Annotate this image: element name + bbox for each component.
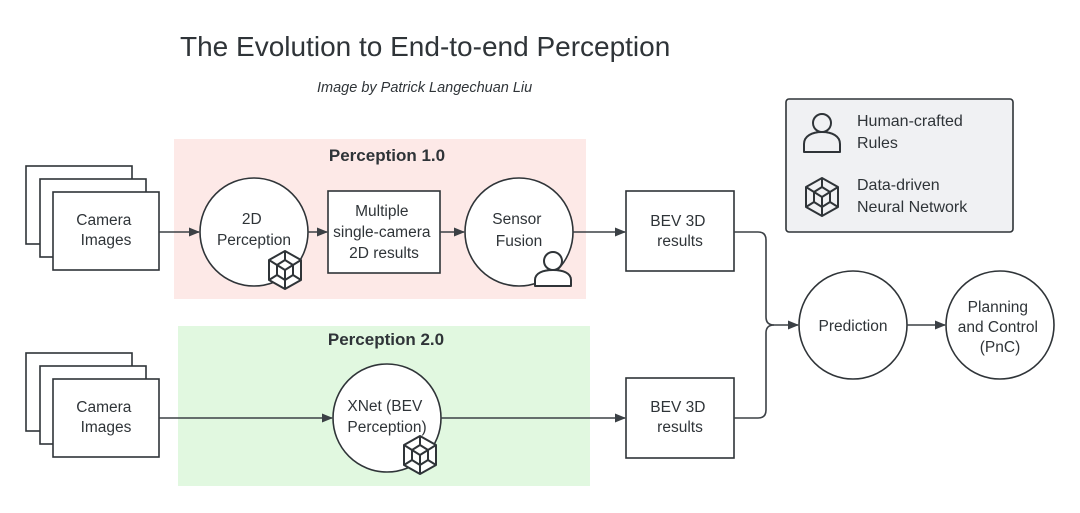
perception-2d-label: 2D Perception bbox=[217, 211, 291, 249]
legend-data-driven: Data-driven Neural Network bbox=[857, 177, 968, 216]
sensor-fusion-line-1: Sensor bbox=[492, 211, 541, 228]
pnc-label: Planning and Control (PnC) bbox=[958, 299, 1042, 356]
bev-bottom-label: BEV 3D results bbox=[650, 399, 709, 436]
bev-results-bottom-node: BEV 3D results bbox=[625, 377, 735, 459]
camera-images-top: Camera Images bbox=[25, 165, 160, 271]
sensor-fusion-label: Sensor Fusion bbox=[492, 211, 545, 250]
sensor-fusion-line-2: Fusion bbox=[496, 233, 543, 250]
legend: Human-crafted Rules Data-driven Neural N… bbox=[785, 98, 1014, 233]
multi-camera-line-2: single-camera bbox=[333, 224, 431, 241]
camera-top-label: Camera Images bbox=[76, 212, 135, 249]
pnc-line-3: (PnC) bbox=[980, 339, 1020, 356]
multi-camera-label: Multiple single-camera 2D results bbox=[333, 203, 435, 262]
pnc-line-1: Planning bbox=[968, 299, 1028, 316]
legend-human-line-1: Human-crafted bbox=[857, 113, 963, 130]
legend-nn-line-2: Neural Network bbox=[857, 199, 968, 216]
bev-bottom-line-1: BEV 3D bbox=[650, 399, 705, 416]
xnet-label: XNet (BEV Perception) bbox=[347, 398, 426, 436]
camera-images-bottom: Camera Images bbox=[25, 352, 160, 458]
bev-bottom-line-2: results bbox=[657, 419, 703, 436]
bev-top-label: BEV 3D results bbox=[650, 213, 709, 250]
camera-bottom-label: Camera Images bbox=[76, 399, 135, 436]
xnet-line-2: Perception) bbox=[347, 419, 426, 436]
perception-v1-label: Perception 1.0 bbox=[329, 146, 445, 165]
legend-human-rules: Human-crafted Rules bbox=[857, 113, 967, 152]
pnc-line-2: and Control bbox=[958, 319, 1038, 336]
person-icon bbox=[803, 113, 841, 153]
diagram-subtitle: Image by Patrick Langechuan Liu bbox=[317, 80, 532, 96]
cube-icon bbox=[268, 250, 302, 290]
prediction-label: Prediction bbox=[819, 318, 888, 335]
edge-bev-bottom-to-prediction bbox=[734, 324, 775, 419]
legend-box bbox=[785, 98, 1014, 233]
multi-camera-line-3: 2D results bbox=[349, 245, 419, 262]
prediction-line-1: Prediction bbox=[819, 318, 888, 335]
legend-nn-line-1: Data-driven bbox=[857, 177, 940, 194]
multi-camera-line-1: Multiple bbox=[355, 203, 408, 220]
cube-icon bbox=[805, 177, 839, 217]
perception-2d-node: 2D Perception bbox=[199, 177, 309, 290]
diagram-title: The Evolution to End-to-end Perception bbox=[180, 31, 670, 62]
camera-bottom-line-1: Camera bbox=[76, 399, 132, 416]
sensor-fusion-node: Sensor Fusion bbox=[464, 177, 574, 287]
xnet-node: XNet (BEV Perception) bbox=[332, 363, 442, 475]
camera-bottom-line-2: Images bbox=[81, 419, 132, 436]
bev-top-line-2: results bbox=[657, 233, 703, 250]
prediction-node: Prediction bbox=[798, 270, 908, 380]
bev-top-line-1: BEV 3D bbox=[650, 213, 705, 230]
perception-v2-label: Perception 2.0 bbox=[328, 330, 444, 349]
camera-top-line-1: Camera bbox=[76, 212, 132, 229]
perception-2d-line-2: Perception bbox=[217, 232, 291, 249]
pnc-node: Planning and Control (PnC) bbox=[945, 270, 1055, 380]
legend-human-line-2: Rules bbox=[857, 135, 898, 152]
camera-top-line-2: Images bbox=[81, 232, 132, 249]
perception-2d-line-1: 2D bbox=[242, 211, 262, 228]
person-icon bbox=[534, 251, 572, 287]
cube-icon bbox=[403, 435, 437, 475]
xnet-line-1: XNet (BEV bbox=[347, 398, 423, 415]
edge-bev-top-to-prediction bbox=[734, 231, 800, 330]
bev-results-top-node: BEV 3D results bbox=[625, 190, 735, 272]
multi-camera-results-node: Multiple single-camera 2D results bbox=[327, 190, 441, 274]
